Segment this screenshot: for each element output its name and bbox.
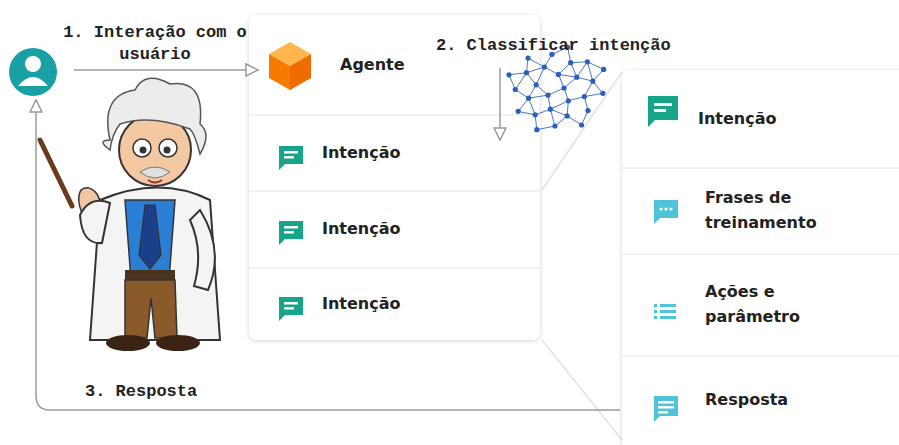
intent-row: Ações e parâmetro [622,254,899,356]
zoom-line [542,72,622,190]
row-text: Intenção [698,107,777,132]
training-icon [654,200,678,224]
user-icon [9,48,57,96]
zoom-line [542,340,622,440]
row-text: Ações e parâmetro [705,280,825,330]
row-separators [249,115,540,268]
intent-row: Intenção [250,116,540,191]
intent-row: Agente [250,18,430,113]
neural-network-icon [506,45,606,133]
intent-row: Intenção [250,268,540,340]
intent-card [622,70,899,445]
row-text: Intenção [322,292,401,317]
row-text: Agente [340,53,405,78]
intent-row: Intenção [622,70,899,168]
step-label: 2. Classificar intenção [436,35,696,57]
cube-icon [269,42,311,90]
chat-icon [279,146,307,321]
step-label: 1. Interação com o usuário [60,22,250,66]
chat-icon-lines [284,151,298,310]
row-text: Frases de treinamento [705,186,835,236]
row-text: Resposta [705,388,788,413]
professor-illustration [40,78,220,351]
agent-card [249,15,540,340]
intent-row: Resposta [622,356,899,445]
actions-icon [654,304,676,319]
step-label: 3. Resposta [85,381,285,403]
intent-icon [648,96,684,132]
response-icon [654,396,678,422]
row-text: Intenção [322,217,401,242]
row-text: Intenção [322,141,401,166]
intent-row: Intenção [250,191,540,268]
flow-arrow [30,64,620,410]
row-separators [622,168,899,356]
intent-row: Frases de treinamento [622,168,899,254]
